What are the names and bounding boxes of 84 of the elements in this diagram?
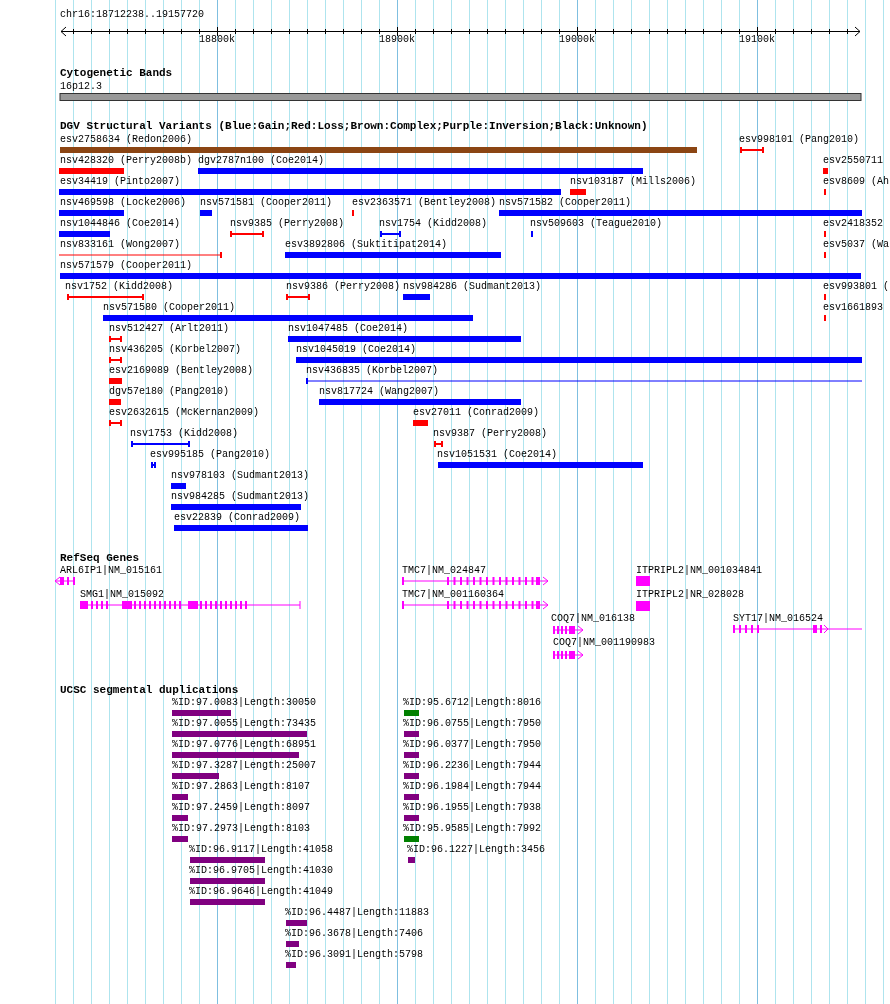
- feature-label: nsv1047485 (Coe2014): [288, 323, 409, 335]
- feature-label: nsv9387 (Perry2008): [433, 428, 548, 440]
- feature-label: nsv469598 (Locke2006): [60, 197, 187, 209]
- feature-label: esv34419 (Pinto2007): [60, 176, 181, 188]
- feature-label: nsv571581 (Cooper2011): [200, 197, 333, 209]
- duplication-label: %ID:96.0377|Length:7950: [403, 739, 542, 751]
- feature-label: nsv436205 (Korbel2007): [109, 344, 242, 356]
- gene-label: SYT17|NM_016524: [733, 613, 823, 625]
- tick-label: 19000k: [559, 34, 595, 46]
- duplication-label: %ID:97.2973|Length:8103: [172, 823, 311, 835]
- feature-label: esv3892806 (Suktitipat2014): [285, 239, 448, 251]
- tick-label: 18900k: [379, 34, 415, 46]
- feature-label: esv2363571 (Bentley2008): [352, 197, 497, 209]
- feature-label: nsv978103 (Sudmant2013): [171, 470, 310, 482]
- gene-label: ITPRIPL2|NM_001034841: [636, 565, 763, 577]
- feature-label: dgv2787n100 (Coe2014): [198, 155, 325, 167]
- feature-label: nsv9385 (Perry2008): [230, 218, 345, 230]
- feature-label: esv998101 (Pang2010): [739, 134, 860, 146]
- duplication-label: %ID:96.1955|Length:7938: [403, 802, 542, 814]
- gene-label: TMC7|NM_024847: [402, 565, 486, 577]
- gene-label: COQ7|NM_016138: [551, 613, 635, 625]
- feature-label: esv2169089 (Bentley2008): [109, 365, 254, 377]
- duplication-label: %ID:96.2236|Length:7944: [403, 760, 542, 772]
- feature-label: esv8609 (Ah: [823, 176, 889, 188]
- gene-label: COQ7|NM_001190983: [553, 637, 656, 649]
- duplication-label: %ID:95.6712|Length:8016: [403, 697, 542, 709]
- feature-label: nsv833161 (Wong2007): [60, 239, 181, 251]
- feature-label: esv2758634 (Redon2006): [60, 134, 193, 146]
- duplication-label: %ID:96.9646|Length:41049: [189, 886, 334, 898]
- duplication-label: %ID:96.9117|Length:41058: [189, 844, 334, 856]
- coordinate-label: chr16:18712238..19157720: [60, 9, 205, 21]
- duplication-label: %ID:97.0776|Length:68951: [172, 739, 317, 751]
- feature-label: nsv817724 (Wang2007): [319, 386, 440, 398]
- feature-label: nsv571579 (Cooper2011): [60, 260, 193, 272]
- feature-label: nsv1044846 (Coe2014): [60, 218, 181, 230]
- tick-label: 19100k: [739, 34, 775, 46]
- tick-label: 18800k: [199, 34, 235, 46]
- band-label: 16p12.3: [60, 81, 102, 93]
- duplication-label: %ID:97.0083|Length:30050: [172, 697, 317, 709]
- feature-label: esv2550711: [823, 155, 883, 167]
- feature-label: nsv428320 (Perry2008b): [60, 155, 193, 167]
- track-title: Cytogenetic Bands: [60, 67, 173, 79]
- duplication-label: %ID:96.3091|Length:5798: [285, 949, 424, 961]
- track-title: DGV Structural Variants (Blue:Gain;Red:Loss;Brown:Complex;Purple:Inversion;Black:Unknown): [60, 120, 648, 132]
- duplication-label: %ID:96.4487|Length:11883: [285, 907, 430, 919]
- feature-label: nsv512427 (Arlt2011): [109, 323, 230, 335]
- feature-label: nsv1051531 (Coe2014): [437, 449, 558, 461]
- feature-label: nsv1754 (Kidd2008): [379, 218, 488, 230]
- duplication-label: %ID:97.2863|Length:8107: [172, 781, 311, 793]
- feature-label: esv1661893: [823, 302, 883, 314]
- gene-label: ITPRIPL2|NR_028028: [636, 589, 745, 601]
- feature-label: esv2632615 (McKernan2009): [109, 407, 260, 419]
- feature-label: esv2418352: [823, 218, 883, 230]
- duplication-label: %ID:96.9705|Length:41030: [189, 865, 334, 877]
- duplication-label: %ID:97.2459|Length:8097: [172, 802, 311, 814]
- feature-label: esv993801 (: [823, 281, 889, 293]
- feature-label: esv995185 (Pang2010): [150, 449, 271, 461]
- feature-label: esv5037 (Wa: [823, 239, 889, 251]
- gene-label: ARL6IP1|NM_015161: [60, 565, 163, 577]
- feature-label: nsv436835 (Korbel2007): [306, 365, 439, 377]
- feature-label: nsv1045019 (Coe2014): [296, 344, 417, 356]
- feature-label: esv22839 (Conrad2009): [174, 512, 301, 524]
- duplication-label: %ID:96.0755|Length:7950: [403, 718, 542, 730]
- duplication-label: %ID:95.9585|Length:7992: [403, 823, 542, 835]
- duplication-label: %ID:97.3287|Length:25007: [172, 760, 317, 772]
- gene-label: TMC7|NM_001160364: [402, 589, 505, 601]
- feature-label: nsv1752 (Kidd2008): [65, 281, 174, 293]
- feature-label: nsv9386 (Perry2008): [286, 281, 401, 293]
- duplication-label: %ID:97.0055|Length:73435: [172, 718, 317, 730]
- feature-label: nsv571580 (Cooper2011): [103, 302, 236, 314]
- feature-label: nsv984285 (Sudmant2013): [171, 491, 310, 503]
- duplication-label: %ID:96.1227|Length:3456: [407, 844, 546, 856]
- track-title: UCSC segmental duplications: [60, 684, 239, 696]
- duplication-label: %ID:96.3678|Length:7406: [285, 928, 424, 940]
- track-title: RefSeq Genes: [60, 552, 140, 564]
- duplication-label: %ID:96.1984|Length:7944: [403, 781, 542, 793]
- gene-label: SMG1|NM_015092: [80, 589, 164, 601]
- feature-label: nsv984286 (Sudmant2013): [403, 281, 542, 293]
- feature-label: esv27011 (Conrad2009): [413, 407, 540, 419]
- feature-label: nsv103187 (Mills2006): [570, 176, 697, 188]
- feature-label: nsv1753 (Kidd2008): [130, 428, 239, 440]
- feature-label: dgv57e180 (Pang2010): [109, 386, 230, 398]
- feature-label: nsv509603 (Teague2010): [530, 218, 663, 230]
- feature-label: nsv571582 (Cooper2011): [499, 197, 632, 209]
